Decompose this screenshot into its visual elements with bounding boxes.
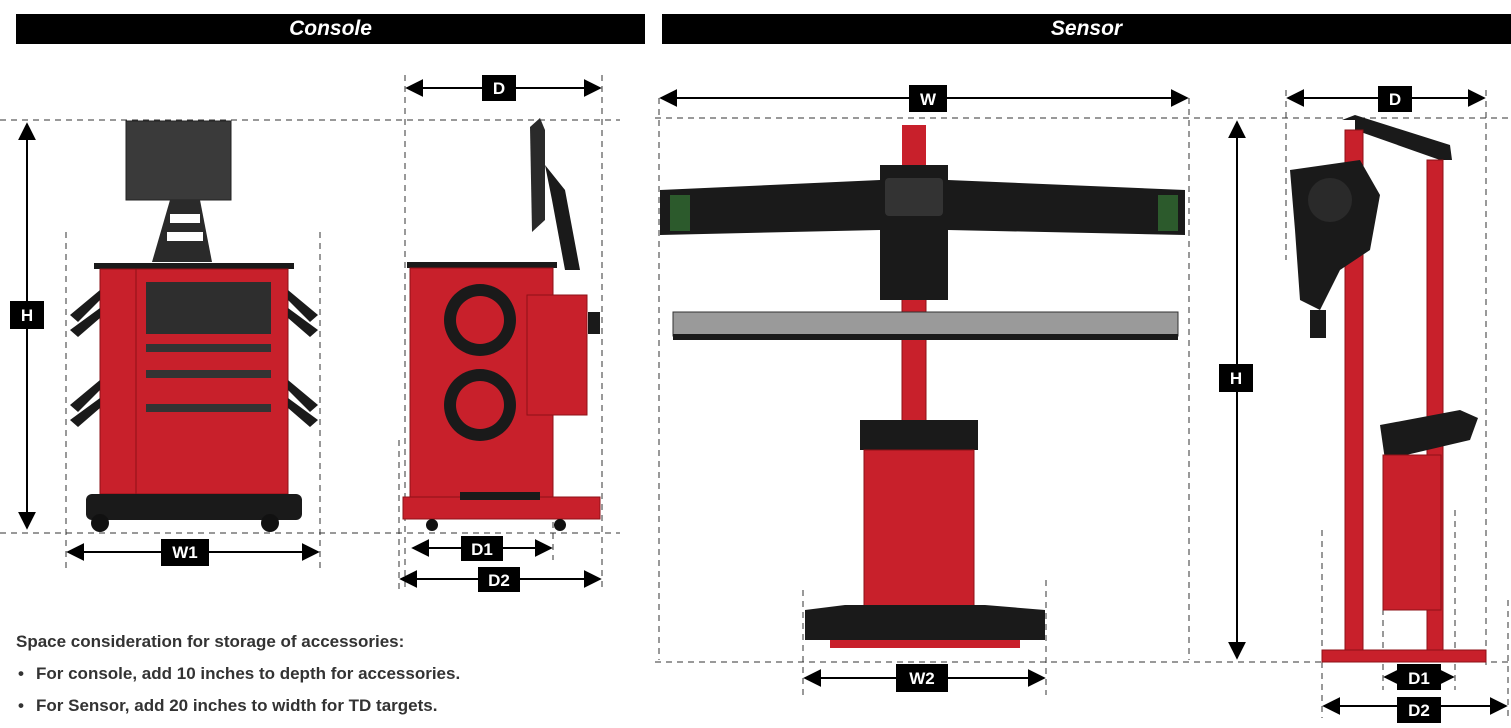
note-sensor: For Sensor, add 20 inches to width for T…	[16, 696, 656, 716]
svg-text:D: D	[493, 79, 505, 98]
svg-text:D2: D2	[488, 571, 510, 590]
sensor-front-view	[660, 125, 1185, 648]
svg-text:D: D	[1389, 90, 1401, 109]
sensor-title: Sensor	[1050, 17, 1123, 40]
console-height-label: H	[10, 301, 44, 329]
sensor-height-label: H	[1219, 364, 1253, 392]
console-front-view	[70, 120, 318, 532]
console-header: Console	[16, 14, 645, 44]
dimension-labels: H W1 D D1 D2 W H D	[10, 75, 1441, 723]
svg-text:H: H	[21, 306, 33, 325]
note-console: For console, add 10 inches to depth for …	[16, 664, 656, 684]
console-title: Console	[289, 17, 372, 40]
sensor-width2-label: W2	[896, 664, 948, 692]
sensor-side-view	[1290, 115, 1487, 663]
svg-text:H: H	[1230, 369, 1242, 388]
console-side-view	[402, 118, 601, 531]
sensor-depth1-label: D1	[1397, 664, 1441, 690]
notes-list: For console, add 10 inches to depth for …	[16, 664, 656, 716]
svg-text:D1: D1	[1408, 669, 1430, 688]
console-width-label: W1	[161, 539, 209, 566]
sensor-header: Sensor	[662, 14, 1511, 44]
svg-text:W: W	[920, 90, 937, 109]
svg-text:W1: W1	[172, 543, 198, 562]
console-depth2-label: D2	[478, 567, 520, 592]
console-depth-label: D	[482, 75, 516, 101]
svg-text:D2: D2	[1408, 701, 1430, 720]
console-depth1-label: D1	[461, 536, 503, 561]
sensor-depth2-label: D2	[1397, 697, 1441, 723]
sensor-width-label: W	[909, 85, 947, 112]
notes-title: Space consideration for storage of acces…	[16, 632, 405, 651]
svg-text:W2: W2	[909, 669, 935, 688]
sensor-depth-label: D	[1378, 86, 1412, 112]
storage-notes: Space consideration for storage of acces…	[16, 632, 656, 728]
svg-text:D1: D1	[471, 540, 493, 559]
